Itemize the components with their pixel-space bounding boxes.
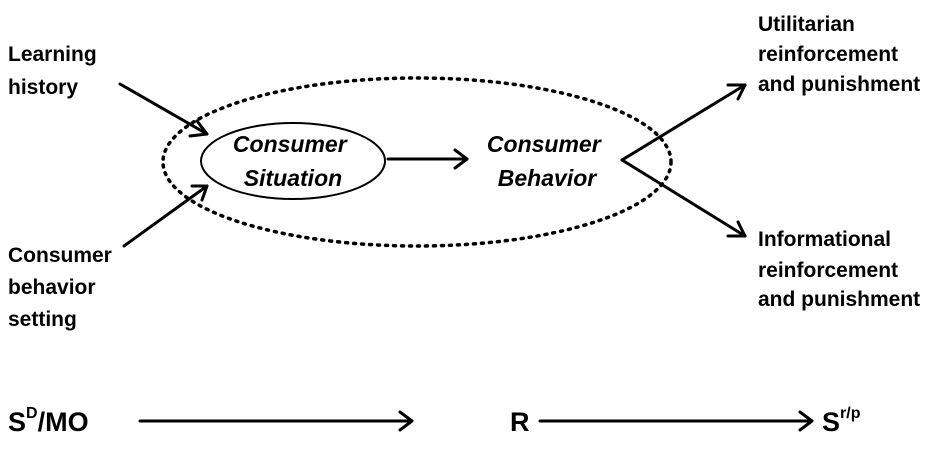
consumer-situation-label: Consumer Situation <box>233 131 353 191</box>
behavior-to-informational-arrowhead <box>726 220 747 238</box>
consumer-behavior-label: Consumer Behavior <box>487 131 607 191</box>
utilitarian-outcome-label: Utilitarian reinforcement and punishment <box>758 13 920 96</box>
behavior-setting-arrowhead <box>190 184 209 202</box>
consumer-situation-ellipse <box>200 122 386 200</box>
learning-history-arrowhead <box>188 119 209 138</box>
situation-to-behavior-arrowhead <box>453 148 469 170</box>
consequence-label: Sr/p <box>822 405 861 437</box>
response-label: R <box>510 407 530 437</box>
learning-history-arrow <box>118 82 209 136</box>
response-to-consequence-arrowhead <box>798 410 814 432</box>
behavior-setting-label: Consumer behavior setting <box>8 244 118 331</box>
dotted-context-ellipse <box>161 76 673 248</box>
informational-outcome-label: Informational reinforcement and punishme… <box>758 228 920 311</box>
behavior-setting-arrow <box>122 184 209 248</box>
behavior-to-utilitarian-arrowhead <box>726 83 747 101</box>
behavior-to-utilitarian-arrow <box>620 83 747 162</box>
learning-history-label: Learning history <box>8 43 103 99</box>
sd-to-response-arrowhead <box>398 410 414 432</box>
discriminative-stimulus-label: SD/MO <box>8 405 89 437</box>
behavior-to-informational-arrow <box>620 158 747 238</box>
